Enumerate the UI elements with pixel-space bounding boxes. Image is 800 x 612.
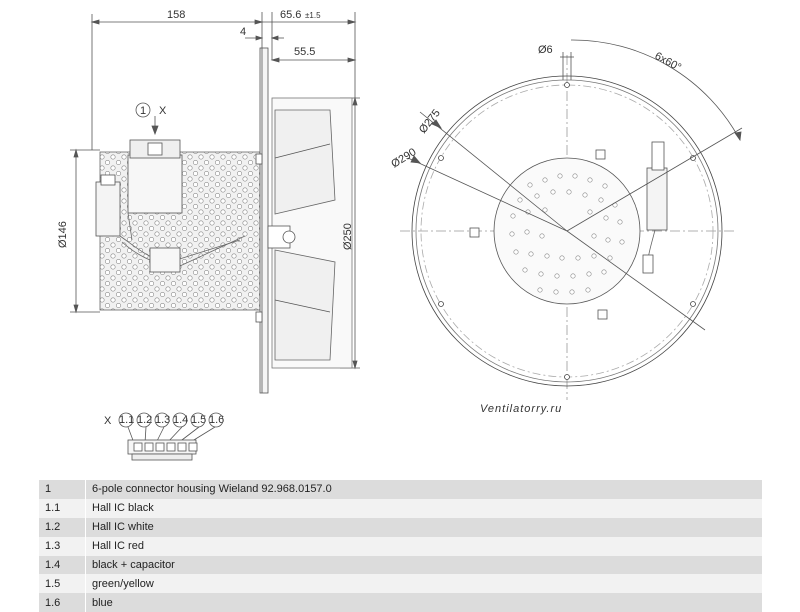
legend-description: black + capacitor <box>85 555 762 575</box>
callout-letter: X <box>159 105 167 117</box>
dim-hole-diameter: Ø6 <box>538 44 553 56</box>
dim-impeller-depth: 55.5 <box>294 46 315 58</box>
dim-flange-thickness: 4 <box>240 26 246 38</box>
connector-label: X <box>104 415 112 427</box>
legend-row: 1.2 Hall IC white <box>39 517 762 537</box>
legend-code: 1.6 <box>39 593 86 612</box>
connector-pin-1-1: 1.1 <box>119 414 134 426</box>
legend-table: 1 6-pole connector housing Wieland 92.96… <box>39 480 762 612</box>
legend-description: Hall IC red <box>85 536 762 556</box>
legend-row: 1.6 blue <box>39 593 762 612</box>
front-view <box>400 39 743 400</box>
connector-pin-1-4: 1.4 <box>173 414 188 426</box>
legend-code: 1.3 <box>39 536 86 556</box>
dim-pitch-circle: Ø275 <box>417 107 443 136</box>
legend-description: Hall IC black <box>85 498 762 518</box>
dim-depth: 65.6 <box>280 9 301 21</box>
connector-pin-1-3: 1.3 <box>155 414 170 426</box>
legend-code: 1 <box>39 480 86 499</box>
legend-row: 1.1 Hall IC black <box>39 498 762 518</box>
dim-depth-tolerance: ±1.5 <box>305 11 321 20</box>
legend-description: Hall IC white <box>85 517 762 537</box>
legend-code: 1.2 <box>39 517 86 537</box>
legend-row: 1 6-pole connector housing Wieland 92.96… <box>39 480 762 499</box>
side-view-labels: 158 4 65.6 ±1.5 55.5 Ø146 Ø250 1 X <box>57 9 354 250</box>
dim-overall-length: 158 <box>167 9 185 21</box>
legend-code: 1.4 <box>39 555 86 575</box>
legend-code: 1.5 <box>39 574 86 594</box>
legend-code: 1.1 <box>39 498 86 518</box>
dim-motor-diameter: Ø146 <box>57 221 69 248</box>
technical-drawing: Ventilatorry.ru <box>57 9 743 461</box>
watermark: Ventilatorry.ru <box>480 403 562 415</box>
dim-hole-pattern: 6x60° <box>653 50 684 74</box>
legend-description: blue <box>85 593 762 612</box>
legend-description: green/yellow <box>85 574 762 594</box>
front-view-labels: Ø6 6x60° Ø275 Ø290 <box>389 44 683 171</box>
dim-impeller-diameter: Ø250 <box>342 223 354 250</box>
connector-pin-1-6: 1.6 <box>209 414 224 426</box>
callout-number: 1 <box>140 105 146 117</box>
legend-row: 1.4 black + capacitor <box>39 555 762 575</box>
connector-detail: X 1.1 1.2 1.3 1.4 1.5 1.6 <box>104 412 224 461</box>
legend-description: 6-pole connector housing Wieland 92.968.… <box>85 480 762 499</box>
connector-pin-1-2: 1.2 <box>137 414 152 426</box>
legend-row: 1.5 green/yellow <box>39 574 762 594</box>
connector-pin-1-5: 1.5 <box>191 414 206 426</box>
side-view <box>70 12 360 394</box>
legend-row: 1.3 Hall IC red <box>39 536 762 556</box>
dim-plate-diameter: Ø290 <box>389 146 418 170</box>
